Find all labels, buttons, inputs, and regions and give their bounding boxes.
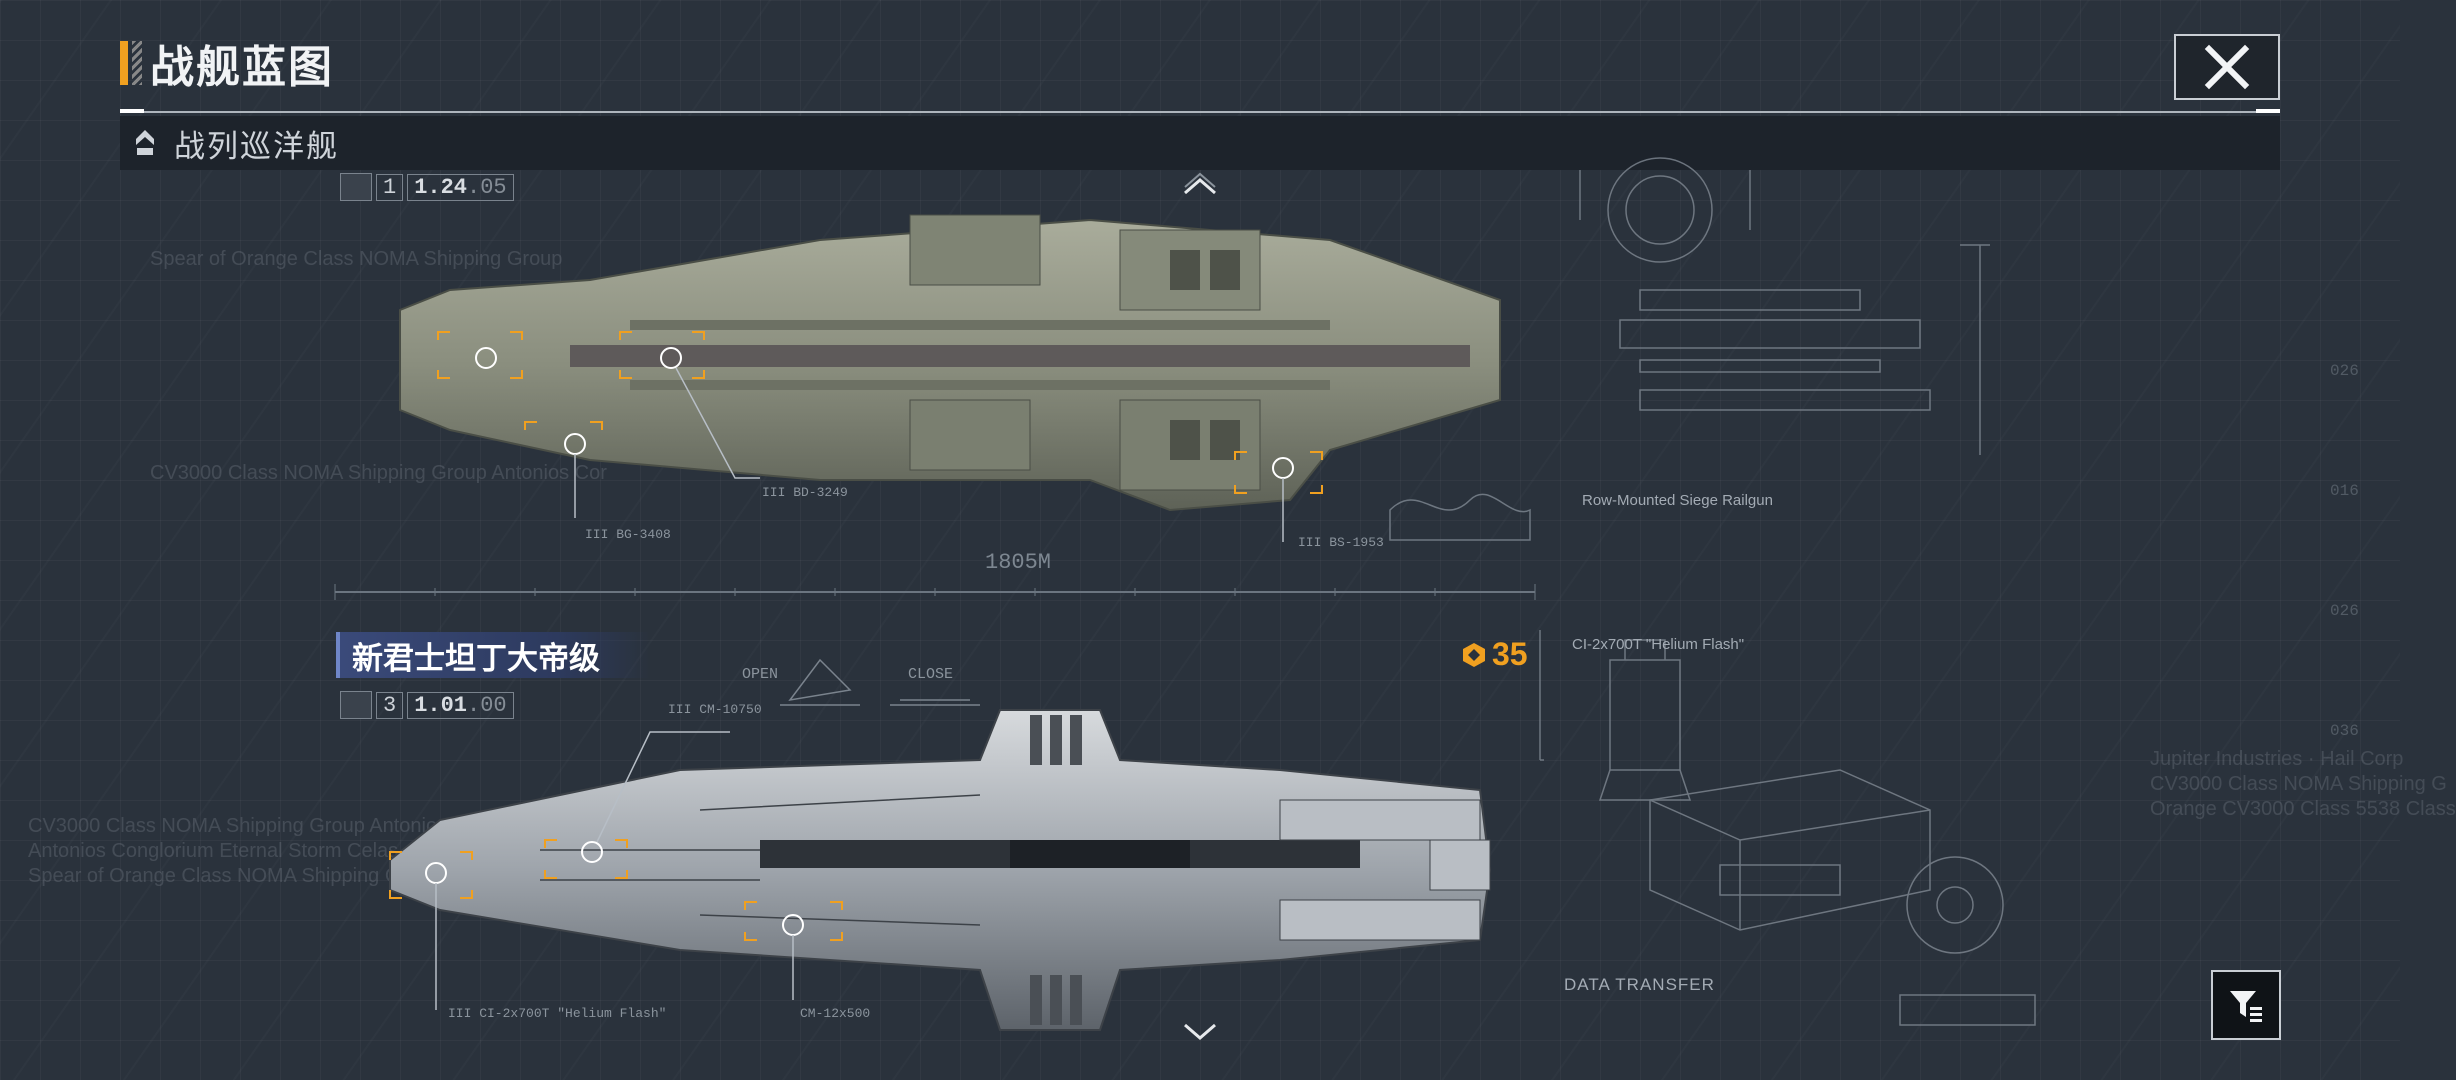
- filter-icon: [2230, 991, 2262, 1022]
- top-hardpoint-label-3: III BS-1953: [1298, 535, 1384, 550]
- bottom-ship-version: 3 1.01.00: [340, 690, 514, 720]
- bottom-ship-image[interactable]: [380, 700, 1500, 1040]
- bottom-hardpoint-label-1: III CM-10750: [668, 702, 762, 717]
- side-tick-3: 026: [2330, 602, 2359, 620]
- bg-text-2: CV3000 Class NOMA Shipping Group Antonio…: [150, 462, 607, 484]
- rank-chevron-icon: [136, 130, 154, 155]
- side-tick-1: 026: [2330, 362, 2359, 380]
- header-divider-start: [120, 109, 144, 113]
- hexagon-cost-icon: [1463, 642, 1485, 667]
- close-button[interactable]: [2174, 34, 2280, 100]
- bottom-hardpoint-label-2: III CI-2x700T "Helium Flash": [448, 1006, 667, 1021]
- top-version-count: 1: [376, 173, 404, 201]
- top-blueprint-sketch: [1579, 157, 1990, 455]
- filter-button[interactable]: [2211, 970, 2281, 1040]
- side-tick-4: 036: [2330, 722, 2359, 740]
- bg-text-7: CV3000 Class NOMA Shipping G: [2150, 773, 2447, 795]
- hatch-diagram: [780, 658, 980, 706]
- bg-text-3: CV3000 Class NOMA Shipping Group Antonio…: [28, 815, 485, 837]
- side-tick-2: 016: [2330, 482, 2359, 500]
- title-accent-bar: [120, 41, 128, 85]
- category-label: 战列巡洋舰: [174, 128, 339, 164]
- bottom-blueprint-title: CI-2x700T "Helium Flash": [1572, 636, 1745, 653]
- bg-text-6: Jupiter Industries · Hail Corp: [2150, 748, 2404, 770]
- ship-cost: 35: [1460, 636, 1528, 673]
- ship-name-label: 新君士坦丁大帝级: [336, 632, 650, 678]
- open-label: OPEN: [742, 666, 779, 683]
- bottom-blueprint-sketch: [1539, 630, 2036, 1026]
- title-hatch-bar: [132, 41, 142, 85]
- top-hardpoint-label-1: III BD-3249: [762, 485, 848, 500]
- chevron-up-icon[interactable]: [1182, 172, 1218, 196]
- category-bar[interactable]: 战列巡洋舰: [120, 116, 2280, 170]
- bottom-version-count: 3: [376, 691, 404, 719]
- close-label: CLOSE: [908, 666, 954, 683]
- top-wave-diagram: [1389, 493, 1531, 541]
- top-ship-image[interactable]: [390, 210, 1510, 530]
- header-divider: [120, 111, 2280, 113]
- top-hardpoint-markers: [437, 331, 1323, 542]
- page-title-text: 战舰蓝图: [150, 43, 334, 92]
- chevron-down-icon[interactable]: [1182, 1022, 1218, 1042]
- bg-text-1: Spear of Orange Class NOMA Shipping Grou…: [150, 248, 563, 270]
- close-icon: [2204, 44, 2250, 90]
- top-blueprint-title: Row-Mounted Siege Railgun: [1582, 492, 1773, 509]
- version-icon: [340, 691, 372, 719]
- bg-text-5: Spear of Orange Class NOMA Shipping Grou…: [28, 865, 441, 887]
- version-icon: [340, 173, 372, 201]
- page-title: 战舰蓝图: [120, 38, 334, 92]
- bottom-hardpoint-markers: [389, 731, 843, 1010]
- top-hardpoint-label-2: III BG-3408: [585, 527, 671, 542]
- bottom-hardpoint-label-3: CM-12x500: [800, 1006, 871, 1021]
- header-divider-end: [2256, 109, 2280, 113]
- ship-length-label: 1805M: [985, 550, 1052, 575]
- bg-text-8: Orange CV3000 Class 5538 Class: [2150, 798, 2456, 820]
- top-version-number: 1.24.05: [407, 173, 514, 201]
- ship-cost-value: 35: [1492, 636, 1528, 672]
- top-ship-version: 1 1.24.05: [340, 172, 514, 202]
- bottom-version-number: 1.01.00: [407, 691, 514, 719]
- scale-ruler: [334, 584, 1536, 600]
- bg-text-4: Antonios Conglorium Eternal Storm Celas: [28, 840, 399, 862]
- data-transfer-label: DATA TRANSFER: [1564, 975, 1715, 994]
